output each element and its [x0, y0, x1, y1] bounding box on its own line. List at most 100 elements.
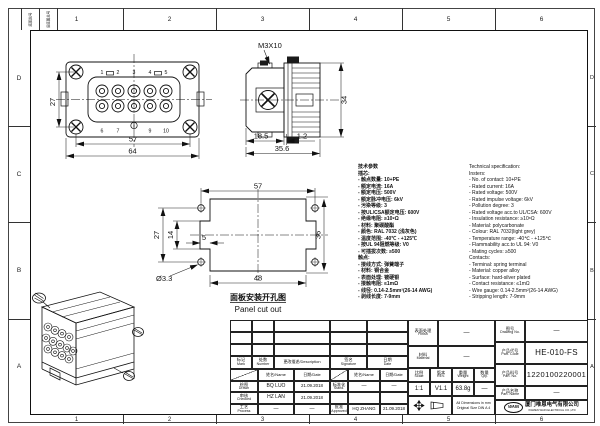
checked-name: HZ LAN — [258, 392, 294, 404]
zone-number: 2 — [167, 416, 172, 423]
zone-tick — [309, 415, 310, 424]
zone-tick — [495, 415, 496, 424]
zone-number: 2 — [167, 16, 172, 23]
spec-line: - Temperature range: -40℃ - +125℃ — [469, 235, 552, 242]
standard-name: — — [348, 381, 380, 393]
approved-date: 21.09.2018 — [380, 403, 408, 415]
svg-text:64: 64 — [128, 147, 136, 156]
panel-cutout-view: 57 27 14 5 36 48 Ø3.3 面板安装开孔图 Panel cut … — [152, 182, 328, 314]
zone-tick — [402, 415, 403, 424]
svg-text:5: 5 — [202, 233, 206, 242]
spec-line: 技术参数 — [358, 164, 379, 170]
company-block: WAIN 厦门唯恩电气有限公司 XIAMEN WAIN ELECTRICAL C… — [495, 400, 588, 415]
svg-text:2: 2 — [117, 70, 120, 76]
zone-number: 1 — [74, 416, 79, 423]
spec-line: - 材料: 铜合金 — [358, 268, 390, 274]
weight-value: 63.8g — [452, 382, 474, 396]
zone-number: 3 — [260, 416, 265, 423]
zone-tick — [402, 8, 403, 30]
col-name: 姓名/Name — [348, 369, 380, 381]
zone-tick — [8, 319, 30, 320]
spec-line: - 接线方式: 弹簧端子 — [358, 261, 405, 268]
spec-line: Insters: — [469, 170, 486, 177]
spec-line: 插芯: — [358, 170, 370, 177]
svg-text:18.5: 18.5 — [254, 132, 269, 141]
svg-text:6: 6 — [101, 129, 104, 135]
svg-text:57: 57 — [254, 182, 262, 191]
zone-letter: A — [16, 363, 22, 371]
part-code-value: HE-010-FS — [525, 342, 588, 364]
corner-screw-icon — [68, 64, 198, 135]
spec-line: - 按UL 94阻燃等级: V0 — [358, 242, 409, 248]
zone-number: 5 — [446, 416, 451, 423]
zone-letter: B — [16, 267, 22, 275]
zone-number: 4 — [353, 416, 358, 423]
process-date: — — [294, 403, 330, 415]
svg-text:4: 4 — [149, 70, 152, 76]
spec-line: - Material: polycarbonate — [469, 222, 525, 229]
svg-text:5: 5 — [165, 70, 168, 76]
zone-tick — [309, 8, 310, 30]
cutout-dims: 57 27 14 5 36 48 Ø3.3 — [152, 182, 323, 284]
zone-letter: D — [16, 74, 22, 82]
svg-text:1: 1 — [101, 70, 104, 76]
contact-holes-3d — [41, 322, 78, 364]
spec-line: - Surface: hard-silver plated — [469, 274, 531, 281]
spec-line: Contacts: — [469, 255, 491, 261]
spec-line: - Rated current: 16A — [469, 183, 515, 190]
spec-line: - 表面处理: 镀硬银 — [358, 274, 400, 281]
zone-letter: A — [590, 363, 594, 370]
svg-text:35.6: 35.6 — [275, 144, 290, 153]
zone-tick — [588, 126, 596, 127]
spec-line: 触点: — [358, 255, 370, 261]
spec-line: - Flammability acc.to UL 94: V0 — [469, 242, 539, 248]
process-name: — — [258, 403, 294, 415]
zone-number: 6 — [539, 416, 544, 423]
spec-line: - Stripping length: 7-9mm — [469, 294, 526, 300]
side-view: M3X10 — [240, 41, 349, 157]
wain-logo: WAIN — [504, 402, 524, 413]
zone-tick — [495, 8, 496, 30]
spec-line: - 可插拔次数: ≥500 — [358, 248, 401, 255]
svg-text:10: 10 — [163, 129, 169, 135]
cutout-caption-cn: 面板安装开孔图 — [230, 292, 286, 302]
pin-numbers: 1 2 3 4 5 6 7 9 10 — [101, 70, 169, 135]
zone-number: 6 — [539, 16, 544, 23]
zone-tick — [123, 415, 124, 424]
zone-number: 1 — [74, 16, 79, 23]
part-no-value: 1220100220001 — [525, 364, 588, 386]
spec-line: - Wire gauge: 0.14-2.5mm²(26-14 AWG) — [469, 287, 558, 294]
svg-text:1.2: 1.2 — [297, 132, 307, 141]
spec-line: - 额定电流: 16A — [358, 183, 394, 190]
zone-number: 5 — [446, 16, 451, 23]
checked-date: 21.09.2018 — [294, 392, 330, 404]
lock-screw-icon — [32, 292, 144, 381]
spec-line: - 线径: 0.14-2.5mm²(26-14 AWG) — [358, 287, 433, 294]
col-date2: 日期/Date — [380, 369, 408, 381]
material-value: — — [438, 346, 495, 368]
zone-tick — [8, 126, 30, 127]
spec-line: - Mating cycles: ≥500 — [469, 248, 517, 255]
zone-tick — [8, 222, 30, 223]
svg-text:36: 36 — [314, 231, 323, 239]
spec-line: - Colour: RAL 7032(light grey) — [469, 229, 536, 235]
diagonal-cell — [330, 369, 348, 381]
screw-callout: M3X10 — [258, 41, 282, 50]
spec-line: - Pollution degree: 3 — [469, 203, 514, 209]
zone-tick — [588, 319, 596, 320]
spec-line: - 材料: 聚碳酸酯 — [358, 222, 395, 229]
hole-diameter-label: Ø3.3 — [156, 274, 172, 283]
